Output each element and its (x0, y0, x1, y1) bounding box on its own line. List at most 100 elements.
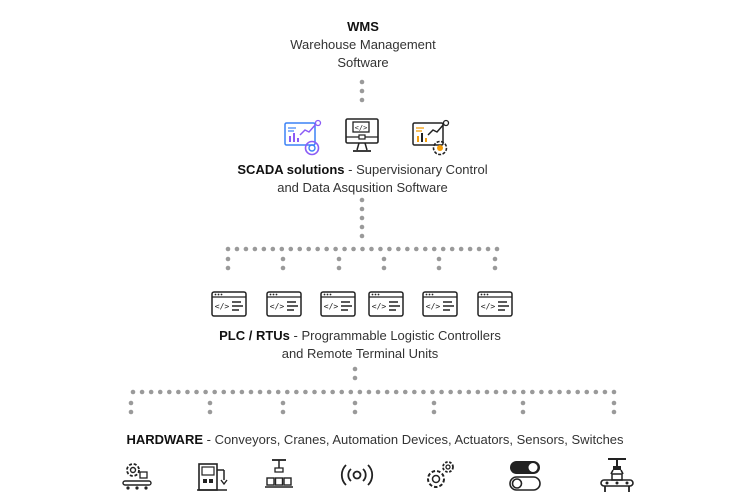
connector-dot (457, 389, 463, 395)
connector-dot (502, 389, 508, 395)
connector-dot (284, 389, 290, 395)
connector-dot (275, 389, 281, 395)
connector-dot (387, 246, 392, 252)
connector-dot (266, 389, 272, 395)
code-window-icon: </> (368, 291, 404, 317)
connector-dot (185, 389, 190, 395)
connector-dot (360, 246, 365, 252)
code-window-icon: </> (211, 291, 247, 317)
connector-dot (359, 79, 365, 85)
connector-dot (252, 246, 258, 252)
connector-dot (381, 256, 387, 262)
gear-conveyor-icon (122, 463, 152, 490)
connector-dot (439, 389, 444, 395)
connector-dot (312, 389, 317, 395)
svg-text:</>: </> (372, 302, 387, 311)
connector-dot (402, 389, 408, 395)
connector-dot (207, 409, 213, 415)
connector-dot (257, 389, 263, 395)
connector-dot (375, 389, 381, 395)
connector-dot (261, 246, 267, 252)
connector-dot (352, 409, 358, 415)
connector-dot (280, 256, 286, 262)
connector-dot (207, 400, 213, 406)
connector-dot (520, 389, 526, 395)
connector-dot (548, 389, 553, 395)
connector-dot (422, 246, 428, 252)
connector-dot (333, 246, 338, 252)
connector-dot (176, 389, 181, 395)
connector-dot (414, 246, 419, 252)
connector-dot (352, 366, 358, 372)
connector-dot (315, 246, 320, 252)
scada-desc1: - Supervisionary Control (344, 162, 488, 177)
connector-dot (157, 389, 163, 395)
connector-dot (128, 409, 134, 415)
connector-dot (458, 246, 464, 252)
connector-dot (431, 409, 437, 415)
connector-dot (466, 389, 472, 395)
connector-dot (352, 400, 358, 406)
connector-dot (359, 97, 365, 103)
connector-dot (225, 265, 231, 271)
wms-line2: Software (337, 55, 389, 70)
connector-dot (342, 246, 347, 252)
hardware-title: HARDWARE (126, 432, 204, 447)
connector-dot (294, 389, 299, 395)
connector-dot (336, 256, 342, 262)
connector-dot (243, 246, 249, 252)
code-monitor-icon: </> (345, 118, 379, 152)
connector-dot (484, 389, 490, 395)
plc-block: PLC / RTUs - Programmable Logistic Contr… (190, 327, 530, 363)
dots-group (128, 79, 617, 415)
connector-dot (225, 256, 231, 262)
connector-dot (288, 246, 294, 252)
code-window-icon: </> (320, 291, 356, 317)
connector-dot (348, 389, 354, 395)
connector-dot (351, 246, 356, 252)
code-window-icon: </> (266, 291, 302, 317)
connector-dot (492, 256, 498, 262)
connector-dot (306, 246, 312, 252)
connector-dot (511, 389, 517, 395)
report-settings-icon (412, 119, 450, 156)
connector-dot (530, 389, 535, 395)
connector-dot (593, 389, 599, 395)
connector-dot (148, 389, 154, 395)
connector-dot (303, 389, 308, 395)
connector-dot (384, 389, 390, 395)
connector-dot (611, 389, 617, 395)
connector-dot (467, 246, 473, 252)
wms-title: WMS (347, 19, 379, 34)
connector-dot (611, 409, 617, 415)
connector-dot (280, 400, 286, 406)
svg-text:</>: </> (426, 302, 441, 311)
connector-dot (494, 246, 500, 252)
connector-dot (493, 389, 499, 395)
connector-dot (352, 375, 358, 381)
robot-vending-icon (197, 463, 228, 491)
connector-dot (381, 265, 387, 271)
connector-dot (602, 389, 608, 395)
plc-title: PLC / RTUs (219, 328, 290, 343)
crane-boxes-icon (265, 459, 293, 488)
connector-dot (436, 265, 442, 271)
connector-dot (575, 389, 580, 395)
connector-dot (339, 389, 345, 395)
connector-dot (357, 389, 363, 395)
svg-text:</>: </> (270, 302, 285, 311)
connector-dot (225, 246, 231, 252)
analytics-dashboard-icon (284, 119, 322, 156)
connector-dot (421, 389, 426, 395)
connector-dot (359, 197, 365, 203)
hardware-desc: - Conveyors, Cranes, Automation Devices,… (203, 432, 624, 447)
connector-dot (359, 206, 365, 212)
connector-dot (475, 389, 481, 395)
connector-dot (520, 400, 526, 406)
svg-text:</>: </> (215, 302, 230, 311)
connector-dot (336, 265, 342, 271)
connector-dot (280, 409, 286, 415)
sensor-signal-icon (340, 464, 374, 486)
svg-text:</>: </> (324, 302, 339, 311)
